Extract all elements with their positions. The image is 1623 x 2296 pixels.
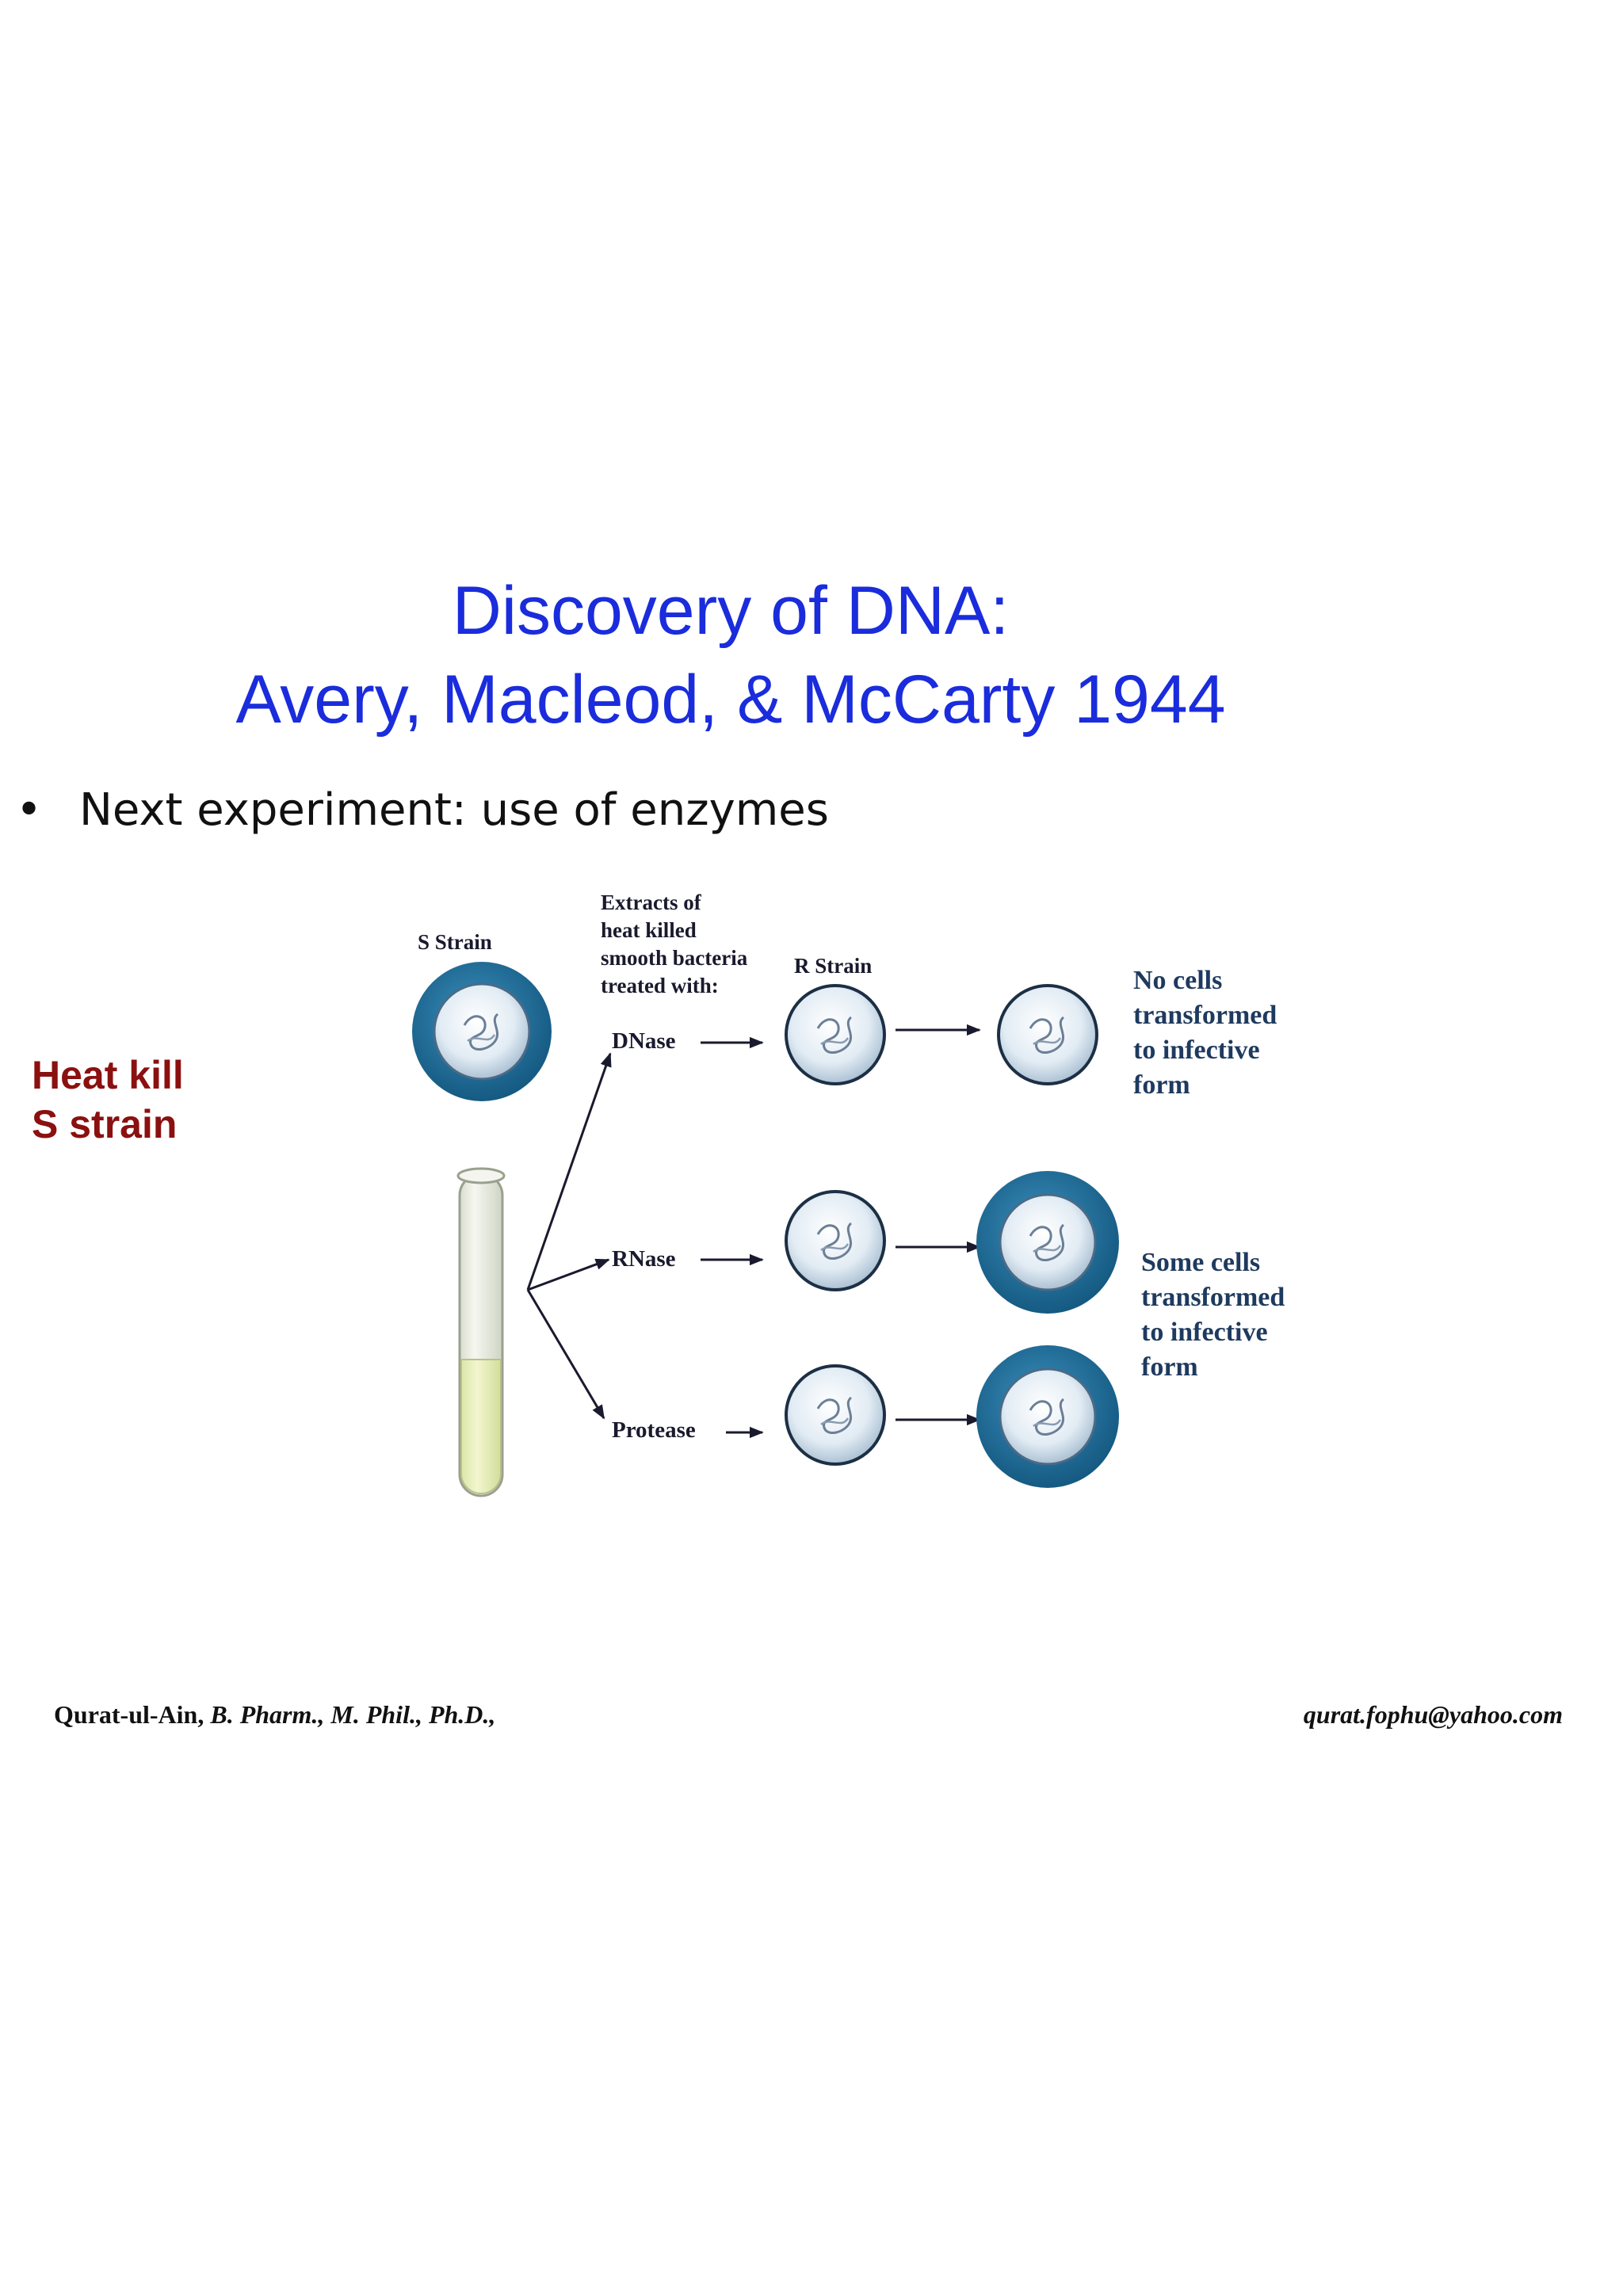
result-none-line-4: form [1133, 1070, 1190, 1100]
result-none-line-2: transformed [1133, 1001, 1277, 1030]
bullet-text: Next experiment: use of enzymes [79, 784, 829, 836]
author-credentials: B. Pharm., M. Phil., Ph.D., [210, 1700, 496, 1729]
extracts-line-1: Extracts of [601, 891, 702, 914]
arrow-to-dnase [526, 1052, 612, 1291]
footer-email: qurat.fophu@yahoo.com [1303, 1700, 1563, 1729]
result-cell-protease [976, 1345, 1119, 1488]
slide-title-line-2: Avery, Macleod, & McCarty 1944 [235, 662, 1226, 738]
extracts-label: Extracts of heat killed smooth bacteria … [601, 891, 748, 997]
r-strain-cell-rnase [785, 1190, 886, 1291]
s-strain-cell [412, 962, 552, 1101]
result-none-line-3: to infective [1133, 1035, 1260, 1065]
arrow-to-rnase [527, 1258, 610, 1291]
bullet-symbol: • [16, 784, 43, 836]
result-text-none: No cells transformed to infective form [1133, 966, 1277, 1100]
arrow-to-protease [526, 1289, 605, 1420]
treatment-dnase: DNase [612, 1028, 676, 1054]
author-name: Qurat-ul-Ain, [54, 1700, 204, 1729]
extracts-line-3: smooth bacteria [601, 946, 748, 970]
side-label-line-1: Heat kill [32, 1053, 184, 1097]
bullet-item: • Next experiment: use of enzymes [16, 784, 829, 836]
r-strain-cell-dnase [785, 984, 886, 1085]
slide-title-line-1: Discovery of DNA: [452, 573, 1010, 649]
extracts-line-4: treated with: [601, 974, 719, 997]
treatment-protease: Protease [612, 1417, 696, 1443]
r-strain-cell-protease [785, 1364, 886, 1466]
side-label-line-2: S strain [32, 1102, 178, 1146]
result-none-line-1: No cells [1133, 966, 1222, 995]
footer-author: Qurat-ul-Ain, B. Pharm., M. Phil., Ph.D.… [54, 1700, 495, 1730]
result-cell-rnase [976, 1171, 1119, 1314]
treatment-rnase: RNase [612, 1246, 676, 1272]
result-some-line-3: to infective [1141, 1318, 1268, 1347]
test-tube [456, 1167, 506, 1497]
result-some-line-1: Some cells [1141, 1248, 1260, 1277]
result-cell-dnase [997, 984, 1098, 1085]
result-text-some: Some cells transformed to infective form [1141, 1248, 1285, 1382]
extracts-line-2: heat killed [601, 918, 697, 942]
s-strain-label: S Strain [418, 930, 492, 954]
r-strain-label: R Strain [794, 954, 872, 978]
result-some-line-2: transformed [1141, 1283, 1285, 1312]
result-some-line-4: form [1141, 1352, 1198, 1382]
branch-arrows [526, 1052, 612, 1420]
